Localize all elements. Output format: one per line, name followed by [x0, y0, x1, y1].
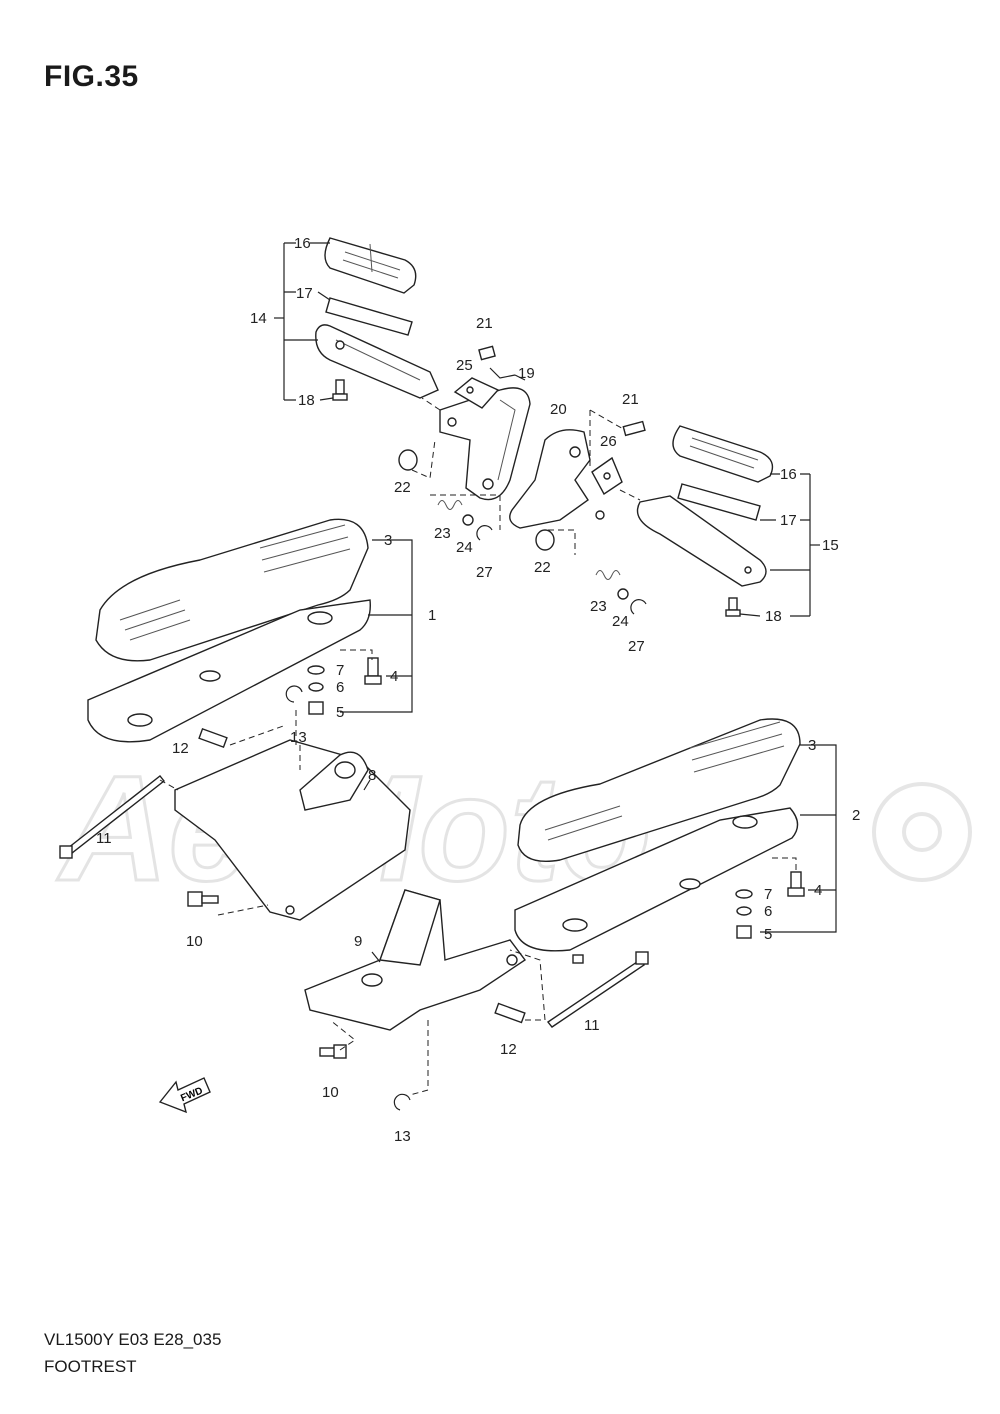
callout-16: 16 [780, 466, 797, 483]
footpeg-bracket-20 [509, 429, 605, 529]
clip-13-right [393, 1093, 411, 1111]
callout-9: 9 [354, 933, 362, 950]
callout-5: 5 [764, 926, 772, 943]
callout-12: 12 [500, 1041, 517, 1058]
callout-24: 24 [612, 613, 629, 630]
callout-10: 10 [322, 1084, 339, 1101]
callout-13: 13 [290, 729, 307, 746]
callout-20: 20 [550, 401, 567, 418]
footpeg-plate-17-right [677, 483, 761, 521]
nut-5-left [308, 701, 324, 715]
footpeg-bracket-19 [439, 387, 531, 501]
footpeg-plate-17-left [325, 297, 413, 336]
callout-7: 7 [336, 662, 344, 679]
callout-18: 18 [765, 608, 782, 625]
callout-22: 22 [394, 479, 411, 496]
callout-4: 4 [390, 668, 398, 685]
callout-26: 26 [600, 433, 617, 450]
callout-5: 5 [336, 704, 344, 721]
callout-3: 3 [808, 737, 816, 754]
bolt-18-right [725, 597, 741, 617]
leader-lines [159, 242, 837, 1096]
callout-21: 21 [476, 315, 493, 332]
bolt-10-right [319, 1044, 347, 1059]
figure-title: FIG.35 [44, 60, 139, 93]
watermark: AeiMoto [55, 743, 972, 914]
callout-8: 8 [368, 767, 376, 784]
washer-6-right [736, 906, 752, 916]
clip-27-right [630, 599, 647, 615]
washer-7-right [735, 889, 753, 899]
spring-23-left [437, 500, 463, 510]
callout-6: 6 [764, 903, 772, 920]
bolt-18-left [332, 379, 348, 401]
callout-19: 19 [518, 365, 535, 382]
floorboard-mat-3-left [95, 518, 369, 662]
footpeg-rubber-16-right [672, 425, 774, 483]
callout-10: 10 [186, 933, 203, 950]
callout-15: 15 [822, 537, 839, 554]
callout-11: 11 [96, 830, 112, 847]
bolt-21-right [622, 420, 646, 437]
callout-23: 23 [434, 525, 451, 542]
callout-7: 7 [764, 886, 772, 903]
callout-17: 17 [780, 512, 797, 529]
section-name: FOOTREST [44, 1357, 137, 1376]
plate-26 [591, 456, 623, 496]
callout-4: 4 [814, 882, 822, 899]
bolt-12-left [198, 727, 228, 749]
callout-21: 21 [622, 391, 639, 408]
callout-6: 6 [336, 679, 344, 696]
washer-7-left [307, 665, 325, 675]
callout-16: 16 [294, 235, 311, 252]
callout-12: 12 [172, 740, 189, 757]
model-code: VL1500Y E03 E28_035 [44, 1330, 222, 1349]
callout-22: 22 [534, 559, 551, 576]
clip-13-left [285, 685, 303, 703]
nut-5-right [736, 925, 752, 939]
callout-24: 24 [456, 539, 473, 556]
footpeg-bracket-left [315, 324, 439, 399]
footpeg-rubber-16-left [324, 237, 417, 294]
floorboard-bracket-8 [174, 739, 411, 921]
ball-24-right [617, 588, 629, 600]
callout-23: 23 [590, 598, 607, 615]
floorboard-bracket-9 [304, 889, 527, 1031]
ball-24-left [462, 514, 474, 526]
shaft-11-right [546, 951, 649, 1028]
callout-25: 25 [456, 357, 473, 374]
bolt-4-right [787, 871, 805, 897]
callout-27: 27 [476, 564, 493, 581]
callout-14: 14 [250, 310, 267, 327]
callout-11: 11 [584, 1017, 600, 1034]
bolt-21-left [478, 345, 496, 361]
callout-2: 2 [852, 807, 860, 824]
floorboard-1 [87, 599, 371, 743]
washer-6-left [308, 682, 324, 692]
pin-22-right [535, 529, 555, 551]
forward-arrow-icon: FWD [158, 1077, 211, 1114]
floorboard-2 [514, 807, 799, 964]
bolt-12-right [494, 1002, 526, 1024]
callout-27: 27 [628, 638, 645, 655]
shaft-11-left [59, 775, 165, 859]
spring-23-right [595, 570, 621, 580]
callout-1: 1 [428, 607, 436, 624]
plate-25 [453, 377, 500, 409]
callout-18: 18 [298, 392, 315, 409]
callout-labels: 16 17 14 18 21 25 19 21 20 26 22 16 17 1… [96, 235, 860, 1145]
pin-22-left [398, 449, 418, 471]
callout-3: 3 [384, 532, 392, 549]
callout-13: 13 [394, 1128, 411, 1145]
clip-27-left [476, 525, 493, 541]
bolt-10-left [187, 891, 219, 907]
bolt-4-left [364, 657, 382, 685]
callout-17: 17 [296, 285, 313, 302]
footpeg-bracket-right [636, 495, 767, 587]
floorboard-mat-3-right [517, 718, 801, 863]
